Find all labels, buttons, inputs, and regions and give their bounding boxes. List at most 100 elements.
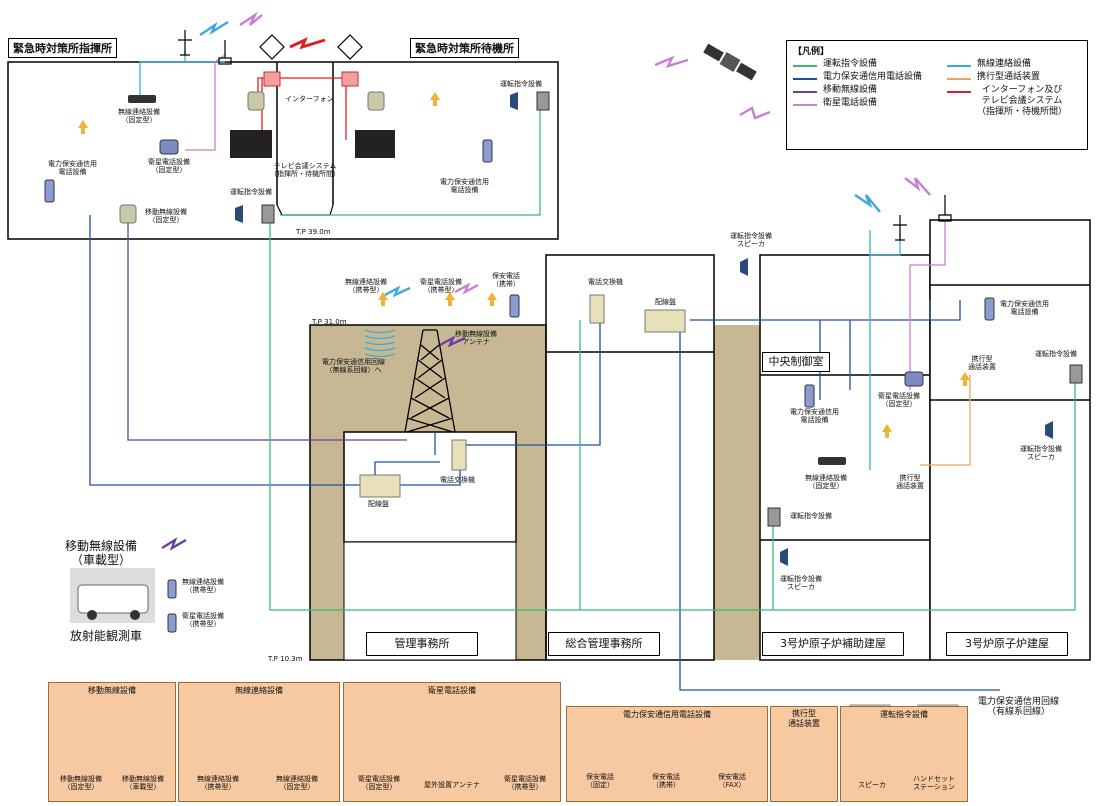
panel-title: 携行型 通話装置 (788, 709, 820, 728)
speaker-icon-3 (740, 258, 748, 276)
roof-antenna-diamond-1 (259, 34, 285, 60)
op-command-label-rx: 運転指令設備 (1035, 350, 1077, 358)
legend-swatch-5 (947, 78, 971, 80)
vehicle-title: 移動無線設備 （車載型） (65, 539, 138, 567)
wire-mobile-radio (127, 210, 407, 441)
exchange-icon-1 (589, 294, 605, 324)
op-command-station-icon-2 (261, 204, 275, 224)
op-command-station-icon-4 (767, 507, 781, 527)
sat-bolt-icon (239, 11, 263, 26)
elevation-tp31: T.P 31.0m (312, 318, 347, 326)
speaker-icon-5 (780, 548, 788, 566)
mobile-antenna-label: 移動無線設備 アンテナ (455, 330, 497, 347)
intercom-handset-icon-1 (247, 91, 265, 111)
wireless-antenna-waves (364, 329, 396, 358)
elevation-tp10: T.P 10.3m (268, 655, 303, 663)
portable-talk-label-1: 携行型 通話装置 (968, 355, 996, 372)
roof-antenna-diamond-2 (337, 34, 363, 60)
wire-op-command (269, 95, 1076, 611)
power-phone-label-cmd: 電力保安通信用 電話設備 (48, 160, 97, 177)
person-icon-3 (882, 424, 892, 438)
power-phone-label-cr: 電力保安通信用 電話設備 (790, 408, 839, 425)
wire-portable-talk (920, 375, 971, 466)
radio-mast-icon-2 (893, 215, 907, 241)
mdf-label-1: 配線盤 (655, 298, 676, 306)
mdf-icon-2 (359, 474, 401, 498)
vehicle-radio-icon (167, 579, 177, 599)
panel-item: 保安電話 （携帯） (652, 773, 680, 790)
person-icon-7 (487, 292, 497, 306)
intercom-box-1 (263, 71, 281, 87)
mobile-radio-fixed-icon (119, 204, 137, 224)
sat-antenna-icon-2 (938, 195, 952, 222)
legend-item-6: インターフォン及び テレビ会議システム （指揮所・待機所間） (977, 85, 1068, 117)
panel-item: 保安電話 （FAX） (718, 773, 746, 790)
vehicle-sat-label: 衛星電話設備 （携帯型） (182, 612, 224, 629)
aux-building-title: 3号炉原子炉補助建屋 (762, 632, 904, 656)
panel-item: 衛星電話設備 （携帯型） (504, 775, 546, 792)
portable-phone-icon-4 (984, 297, 995, 321)
radio-portable-label: 無線連絡設備 （携帯型） (345, 278, 387, 295)
panel-portable-talk: 携行型 通話装置 (770, 706, 838, 802)
mdf-label-2: 配線盤 (368, 500, 389, 508)
panel-item: 移動無線設備 （固定型） (60, 775, 102, 792)
sat-antenna-icon (218, 40, 232, 65)
intercom-label: インターフォン (285, 95, 334, 103)
sat-phone-fixed-icon (159, 139, 179, 155)
vehicle-radio-label: 無線連絡設備 （携帯型） (182, 578, 224, 595)
sat-phone-fixed-icon-2 (904, 371, 924, 387)
tv-monitor-icon-1 (230, 130, 272, 158)
reactor-building-outline (929, 219, 1091, 661)
mobile-radio-fixed-label: 移動無線設備 （固定型） (145, 208, 187, 225)
sat-bolt-icon-4 (904, 177, 931, 196)
person-icon-2 (430, 92, 440, 106)
legend-item-1: 電力保安通信用電話設備 (823, 72, 923, 82)
person-icon-4 (960, 372, 970, 386)
tv-conference-label: テレビ会議システム （指揮所・待機所間） (270, 162, 340, 179)
op-command-label-cmd: 運転指令設備 (230, 188, 272, 196)
command-building-outline (7, 61, 559, 240)
power-phone-label-rx: 電力保安通信用 電話設備 (1000, 300, 1049, 317)
sat-fixed-label-cr: 衛星電話設備 （固定型） (878, 392, 920, 409)
security-portable-label: 保安電話 （携帯） (492, 272, 520, 289)
reactor-building-title: 3号炉原子炉建屋 (946, 632, 1068, 656)
legend-swatch-3 (793, 104, 817, 106)
panel-title: 電力保安通信用電話設備 (623, 710, 711, 719)
portable-phone-icon-1 (44, 179, 55, 203)
panel-radio: 無線連絡設備 無線連絡設備 （携帯型） 無線連絡設備 （固定型） (178, 682, 340, 802)
op-command-station-icon-3 (1069, 364, 1083, 384)
mobile-radio-bolt-icon (439, 335, 466, 348)
panel-item: 無線連絡設備 （固定型） (276, 775, 318, 792)
radio-fixed-icon-2 (818, 457, 846, 465)
standby-post-title: 緊急時対策所待機所 (410, 38, 519, 58)
panel-item: スピーカ (858, 781, 886, 789)
intercom-box-2 (341, 71, 359, 87)
panel-item: ハンドセット ステーション (913, 775, 955, 792)
legend-item-5: 携行型通話装置 (977, 72, 1041, 82)
elevation-tp39: T.P 39.0m (296, 228, 331, 236)
earth-fill-middle (714, 325, 760, 660)
legend-swatch-2 (793, 91, 817, 93)
mgmt-office-title: 管理事務所 (366, 632, 478, 656)
op-speaker-label-top: 運転指令設備 スピーカ (730, 232, 772, 249)
satellite-icon (703, 43, 757, 81)
sat-portable-label: 衛星電話設備 （携帯型） (420, 278, 462, 295)
person-icon-6 (445, 292, 455, 306)
portable-phone-icon-3 (509, 294, 520, 318)
general-mgmt-outline (545, 254, 715, 661)
radio-bolt-icon-2 (854, 194, 881, 213)
radio-bolt-icon (199, 20, 229, 36)
legend-item-0: 運転指令設備 (823, 59, 878, 69)
speaker-icon-4 (1045, 421, 1053, 439)
sat-fixed-label: 衛星電話設備 （固定型） (148, 158, 190, 175)
sat-bolt-icon-5 (454, 282, 479, 295)
panel-title: 運転指令設備 (880, 710, 928, 719)
op-command-label-standby: 運転指令設備 (500, 80, 542, 88)
vehicle-bolt-icon (161, 537, 187, 551)
legend: 【凡例】 運転指令設備 電力保安通信用電話設備 移動無線設備 衛星電話設備 無線… (786, 40, 1088, 150)
portable-phone-icon-2 (482, 139, 493, 163)
op-command-label-cr: 運転指令設備 (790, 512, 832, 520)
op-speaker-label-cr: 運転指令設備 スピーカ (780, 575, 822, 592)
speaker-icon-2 (235, 205, 243, 223)
